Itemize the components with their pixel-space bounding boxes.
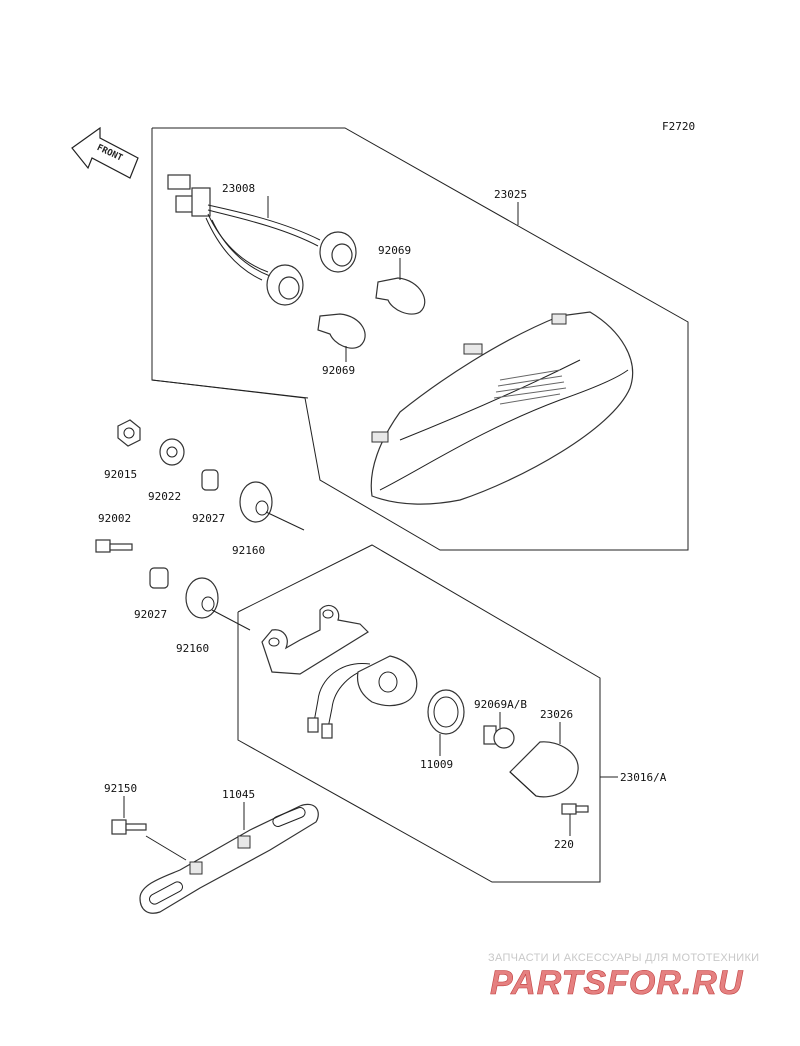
front-arrow-icon: FRONT <box>71 126 139 179</box>
callout-11009: 11009 <box>420 758 453 771</box>
callout-23008: 23008 <box>222 182 255 195</box>
callout-92002: 92002 <box>98 512 131 525</box>
callout-92015: 92015 <box>104 468 137 481</box>
washer-92022 <box>159 438 185 466</box>
bulb-lower <box>317 313 366 349</box>
lens-23026 <box>509 741 579 798</box>
callout-11045: 11045 <box>222 788 255 801</box>
watermark-logo: PARTSFOR.RU <box>490 964 744 1002</box>
bolt-92002 <box>95 539 133 553</box>
bracket-11045 <box>139 803 319 914</box>
bulb-upper <box>375 277 426 315</box>
watermark-tagline: ЗАПЧАСТИ И АКСЕССУАРЫ ДЛЯ МОТОТЕХНИКИ <box>488 952 759 964</box>
callout-92150: 92150 <box>104 782 137 795</box>
callout-92069-top: 92069 <box>378 244 411 257</box>
screw-220 <box>561 803 589 815</box>
callout-92027-a: 92027 <box>192 512 225 525</box>
gasket-11009 <box>427 689 465 735</box>
callout-220: 220 <box>554 838 574 851</box>
bulb-92069ab <box>483 725 515 749</box>
nut-92015 <box>117 419 141 447</box>
callout-23026: 23026 <box>540 708 573 721</box>
grommet-92160-b <box>185 577 219 619</box>
collar-92027-b <box>149 567 169 589</box>
grommet-92160-a <box>239 481 273 523</box>
callout-23016a: 23016/A <box>620 771 667 784</box>
callout-92022: 92022 <box>148 490 181 503</box>
collar-92027-a <box>201 469 219 491</box>
callout-92160-a: 92160 <box>232 544 265 557</box>
callout-92069ab: 92069A/B <box>474 698 527 711</box>
callout-23025: 23025 <box>494 188 527 201</box>
wiring-harness <box>167 174 357 306</box>
tail-light-lens <box>370 311 634 505</box>
figure-code: F2720 <box>662 120 695 133</box>
license-light-bracket <box>261 605 369 675</box>
callout-92027-b: 92027 <box>134 608 167 621</box>
bolt-92150 <box>111 819 147 835</box>
callout-92069-bottom: 92069 <box>322 364 355 377</box>
license-light-assembly-outline <box>237 544 601 883</box>
license-light-socket <box>356 655 418 707</box>
callout-92160-b: 92160 <box>176 642 209 655</box>
